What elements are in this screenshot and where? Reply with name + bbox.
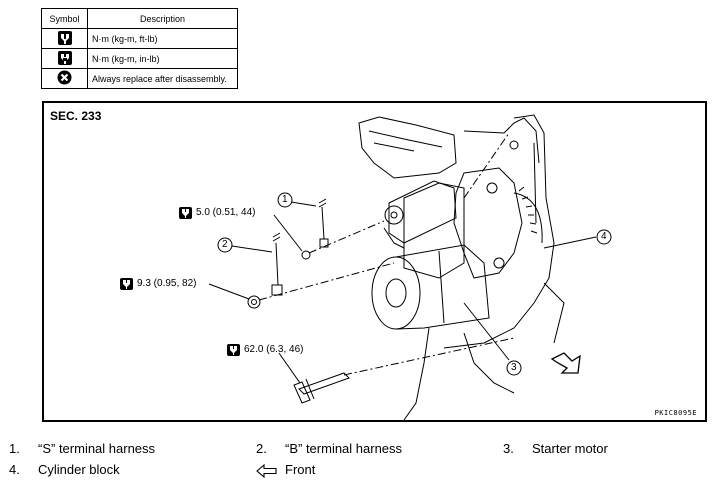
legend-text: Cylinder block <box>38 462 120 477</box>
torque-spec: 62.0 (6.3, 46) <box>244 344 304 355</box>
symbol-table: Symbol Description N·m (kg-m, ft-lb) N·m… <box>41 8 238 89</box>
diagram-frame: SEC. 233 <box>42 101 707 422</box>
symbol-cell <box>41 48 88 69</box>
legend-number: 2. <box>256 441 267 456</box>
callout-number: 1 <box>282 194 288 205</box>
torque-wrench-icon <box>120 278 133 290</box>
starter-motor-illustration <box>120 114 612 420</box>
legend-text: “B” terminal harness <box>285 441 403 456</box>
symbol-description: N·m (kg-m, ft-lb) <box>87 28 238 49</box>
callout-number: 2 <box>222 239 228 250</box>
torque-wrench-icon <box>227 344 240 356</box>
description-header: Description <box>87 8 238 29</box>
legend-text: Front <box>285 462 316 477</box>
legend-number: 1. <box>9 441 20 456</box>
symbol-description: N·m (kg-m, in-lb) <box>87 48 238 69</box>
torque-spec: 5.0 (0.51, 44) <box>196 207 256 218</box>
legend-number: 3. <box>503 441 514 456</box>
torque-wrench-icon <box>57 30 72 45</box>
symbol-description: Always replace after disassembly. <box>87 68 238 89</box>
legend-number: 4. <box>9 462 20 477</box>
front-direction-icon <box>550 352 581 374</box>
symbol-cell <box>41 28 88 49</box>
symbol-header: Symbol <box>41 8 88 29</box>
torque-wrench-inlb-icon <box>57 50 72 65</box>
symbol-cell <box>41 68 88 89</box>
callout-number: 4 <box>601 231 607 242</box>
front-arrow-icon <box>256 464 277 478</box>
legend-text: Starter motor <box>532 441 608 456</box>
legend-text: “S” terminal harness <box>38 441 156 456</box>
callout-number: 3 <box>511 362 517 373</box>
always-replace-icon <box>57 70 72 85</box>
torque-spec: 9.3 (0.95, 82) <box>137 278 197 289</box>
section-label: SEC. 233 <box>50 109 102 123</box>
figure-code: PKIC8095E <box>654 409 697 417</box>
torque-wrench-icon <box>179 207 192 219</box>
